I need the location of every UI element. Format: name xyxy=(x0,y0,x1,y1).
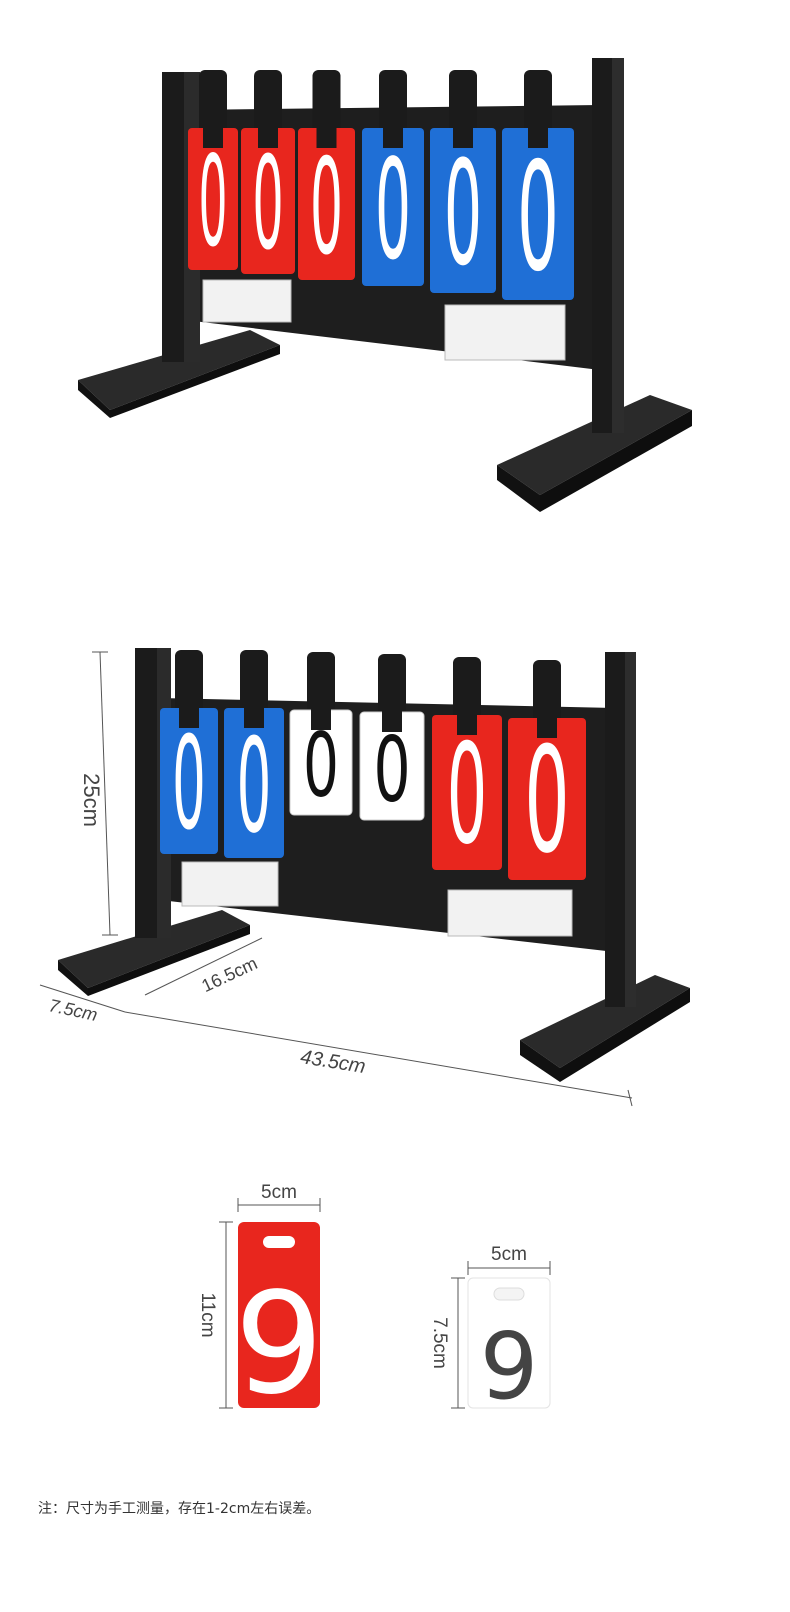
card-clip xyxy=(203,126,223,148)
card-hook xyxy=(449,70,477,140)
card-hook xyxy=(199,70,227,140)
big-card-digit: 9 xyxy=(234,1263,323,1426)
card-clip xyxy=(383,126,403,148)
card-clip xyxy=(382,710,402,732)
big-card-height-label: 11cm xyxy=(197,1292,218,1337)
card-face xyxy=(188,128,238,270)
card-hook xyxy=(312,70,341,140)
card-digit: 0 xyxy=(310,131,343,285)
card-hook xyxy=(379,70,407,140)
card-digit: 0 xyxy=(444,129,482,297)
card-digit: 0 xyxy=(237,710,272,862)
card-clip xyxy=(316,126,337,148)
card-face xyxy=(430,128,496,293)
big-card-width-label: 5cm xyxy=(261,1182,297,1203)
s2-card-1: 0 xyxy=(160,650,218,859)
card-clip xyxy=(258,126,278,148)
card-hook xyxy=(307,652,335,722)
card-face xyxy=(160,708,218,854)
card-face xyxy=(432,715,502,870)
single-cards: 9 5cm 11cm 9 5cm 7.5cm xyxy=(0,1160,790,1490)
dim-height-label: 25cm xyxy=(79,773,104,827)
card-digit: 0 xyxy=(172,710,206,859)
s2-card-6: 0 xyxy=(508,660,586,886)
card-clip xyxy=(179,706,199,728)
right-post xyxy=(605,652,625,1007)
card-face xyxy=(502,128,574,300)
card-face xyxy=(362,128,424,286)
label-plate-left xyxy=(202,279,292,323)
card-digit: 0 xyxy=(199,129,228,274)
left-base xyxy=(78,330,280,410)
left-post xyxy=(162,72,184,362)
card-clip xyxy=(311,708,331,730)
label-plate-right xyxy=(447,889,573,937)
card-clip xyxy=(457,713,477,735)
single-cards-drawing: 9 5cm 11cm 9 5cm 7.5cm xyxy=(197,1182,551,1426)
card-hook xyxy=(254,70,282,140)
card-digit: 0 xyxy=(524,716,569,886)
card-digit: 0 xyxy=(517,131,559,305)
small-card-width-label: 5cm xyxy=(491,1244,527,1265)
s2-card-5: 0 xyxy=(432,657,502,875)
measurement-note: 注：尺寸为手工测量，存在1-2cm左右误差。 xyxy=(38,1501,321,1517)
s1-card-4: 0 xyxy=(362,70,424,291)
s2-card-3: 0 xyxy=(289,652,353,817)
right-base xyxy=(520,975,690,1068)
small-card-height-label: 7.5cm xyxy=(429,1317,450,1369)
card-face xyxy=(298,128,355,280)
card-digit: 0 xyxy=(375,130,411,291)
card-face xyxy=(508,718,586,880)
s1-card-3: 0 xyxy=(298,70,355,285)
s2-card-4: 0 xyxy=(359,654,425,823)
card-face xyxy=(224,708,284,858)
s1-card-1: 0 xyxy=(188,70,238,274)
card-hook xyxy=(524,70,552,140)
label-plate-left xyxy=(181,861,279,907)
card-digit: 0 xyxy=(303,714,339,817)
card-clip xyxy=(453,126,473,148)
dim-base-width-label: 7.5cm xyxy=(47,995,99,1025)
s2-card-2: 0 xyxy=(224,650,284,862)
card-hook xyxy=(378,654,406,724)
small-white-card: 9 xyxy=(467,1277,551,1420)
card-digit: 0 xyxy=(252,130,283,279)
label-plate-right xyxy=(444,304,566,361)
s1-card-5: 0 xyxy=(430,70,496,297)
card-clip xyxy=(537,716,557,738)
s1-card-2: 0 xyxy=(241,70,295,279)
dim-base-length-label: 16.5cm xyxy=(198,953,260,996)
left-base xyxy=(58,910,250,988)
card-hook xyxy=(175,650,203,720)
s1-card-6: 0 xyxy=(502,70,574,305)
big-red-card: 9 xyxy=(234,1222,324,1426)
card-digit: 0 xyxy=(373,718,410,823)
card-clip xyxy=(244,706,264,728)
small-card-digit: 9 xyxy=(480,1313,539,1420)
card-hook xyxy=(240,650,268,720)
right-base xyxy=(497,395,692,495)
left-post xyxy=(135,648,157,938)
card-digit: 0 xyxy=(447,714,488,875)
card-hook xyxy=(453,657,481,727)
right-post xyxy=(592,58,612,433)
card-hook xyxy=(533,660,561,730)
card-clip xyxy=(528,126,548,148)
card-face xyxy=(241,128,295,274)
